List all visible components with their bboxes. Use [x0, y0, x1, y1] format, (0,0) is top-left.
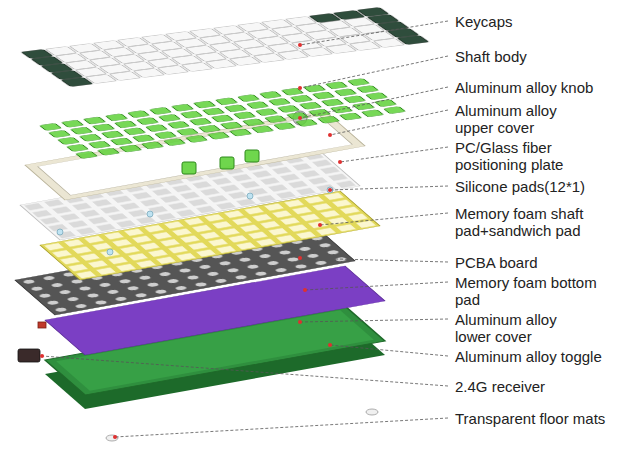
part-label: Aluminum alloy upper cover [455, 102, 575, 136]
part-label: 2.4G receiver [455, 378, 610, 395]
part-label: Keycaps [455, 13, 610, 30]
part-label: Transparent floor mats [455, 410, 610, 427]
part-label: Aluminum alloy toggle [455, 348, 610, 365]
part-label: PC/Glass fiber positioning plate [455, 139, 575, 173]
part-label: PCBA board [455, 254, 610, 271]
part-label: Memory foam bottom pad [455, 274, 610, 308]
part-label: Shaft body [455, 48, 610, 65]
part-label: Silicone pads(12*1) [455, 178, 610, 195]
part-label: Aluminum alloy lower cover [455, 311, 575, 345]
part-label: Aluminum alloy knob [455, 79, 610, 96]
part-label: Memory foam shaft pad+sandwich pad [455, 205, 610, 239]
label-column: KeycapsShaft bodyAluminum alloy knobAlum… [455, 0, 610, 306]
